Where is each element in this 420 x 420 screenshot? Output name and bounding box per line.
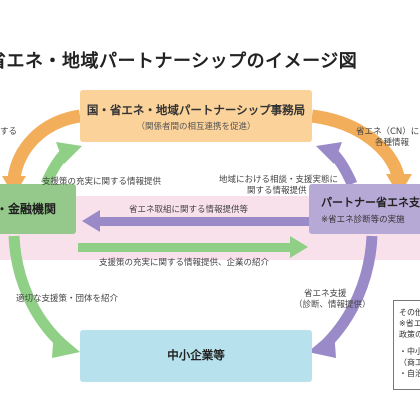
side-note-line: ・中小 (399, 347, 420, 356)
edge-label-partner-to-sme-2: （診断、情報提供） (294, 300, 371, 310)
side-note-line: ※省エ (399, 319, 420, 328)
partner-to-sme-arrowhead (308, 330, 336, 358)
edge-label-partner-to-sme-1: 省エネ支援 (304, 289, 347, 299)
bank-to-partner-arrowhead (290, 236, 308, 258)
national-office-sublabel: （関係者間の相互連携を促進） (136, 122, 256, 132)
partner-to-bank-arrowhead (82, 210, 100, 232)
edge-label-partner-to-national-2: 関する情報提供 (247, 186, 307, 196)
partner-to-bank-arrow (98, 217, 310, 226)
national-to-partner-arrow (311, 109, 405, 178)
bank-to-sme-arrowhead (52, 330, 80, 358)
side-note-line: ・自治 (399, 369, 420, 378)
bank-to-sme-arrow (8, 235, 66, 349)
edge-label-partner-to-bank: 省エネ取組に関する情報提供等 (129, 205, 249, 215)
edge-label-top-right-1: 省エネ（CN）に (356, 127, 420, 137)
edge-label-bank-to-sme: 適切な支援策・団体を紹介 (16, 294, 119, 304)
partner-support-label: パートナー省エネ支 (321, 196, 420, 209)
national-office-box: 国・省エネ・地域パートナーシップ事務局 （関係者間の相互連携を促進） (80, 90, 312, 142)
side-note-line: その他 (399, 308, 420, 317)
edge-label-top-left: する (0, 127, 18, 137)
sme-box: 中小企業等 (80, 330, 312, 382)
edge-label-partner-to-national-1: 地域における相談・支援実態に (219, 175, 339, 185)
diagram-title: 省エネ・地域パートナーシップのイメージ図 (0, 51, 358, 72)
bank-to-national-arrowhead (56, 142, 82, 164)
national-to-bank-arrow (7, 109, 82, 180)
edge-label-bank-to-partner: 支援策の充実に関する情報提供、企業の紹介 (99, 258, 270, 268)
sme-label: 中小企業等 (167, 348, 225, 362)
partner-support-sublabel: ※省エネ診断等の実施 (321, 215, 405, 225)
side-note-line: 政策の (399, 330, 420, 339)
partner-support-box: パートナー省エネ支 ※省エネ診断等の実施 (309, 184, 420, 234)
partner-to-national-arrowhead (316, 142, 342, 164)
edge-label-top-right-2: 各種情報 (375, 138, 410, 148)
national-office-label: 国・省エネ・地域パートナーシップ事務局 (86, 103, 306, 117)
financial-institution-box: ・金融機関 (0, 184, 76, 234)
side-note-line: （商工 (399, 358, 420, 367)
financial-institution-label: ・金融機関 (0, 202, 57, 216)
side-note-box: その他 ※省エ 政策の ・中小 （商工 ・自治 (393, 300, 420, 390)
edge-label-bank-to-national: 支援策の充実に関する情報提供 (42, 177, 162, 187)
bank-to-partner-arrow (78, 243, 292, 252)
